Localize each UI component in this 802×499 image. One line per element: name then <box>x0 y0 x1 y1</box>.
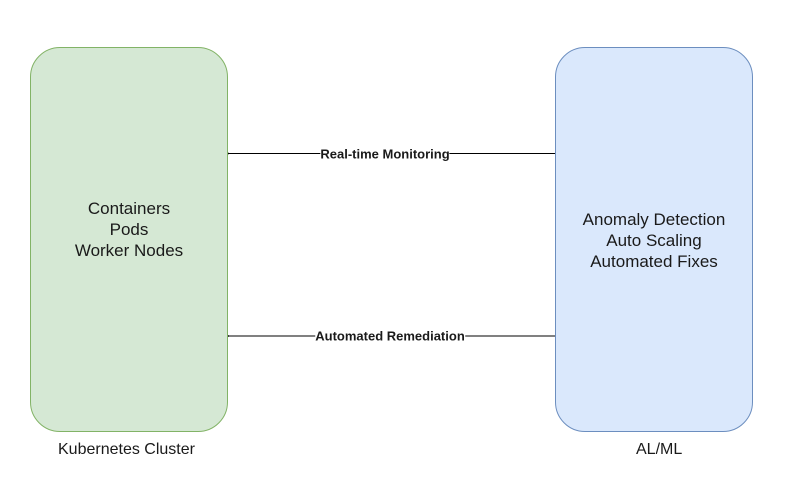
edge-label-real-time-monitoring: Real-time Monitoring <box>320 146 450 162</box>
node-line-pods: Pods <box>109 220 149 239</box>
node-line-anomaly-detection: Anomaly Detection <box>582 209 726 229</box>
node-line-worker-nodes: Worker Nodes <box>74 241 184 260</box>
kubernetes-cluster-caption: Kubernetes Cluster <box>58 441 195 458</box>
node-line-containers: Containers <box>87 199 171 218</box>
aiml-node: Anomaly Detection Auto Scaling Automated… <box>555 47 753 432</box>
node-line-automated-fixes: Automated Fixes <box>590 251 718 271</box>
aiml-caption: AL/ML <box>636 441 683 458</box>
edge-label-automated-remediation: Automated Remediation <box>315 328 465 344</box>
node-line-auto-scaling: Auto Scaling <box>606 230 702 250</box>
kubernetes-cluster-node: Containers Pods Worker Nodes <box>30 47 228 432</box>
